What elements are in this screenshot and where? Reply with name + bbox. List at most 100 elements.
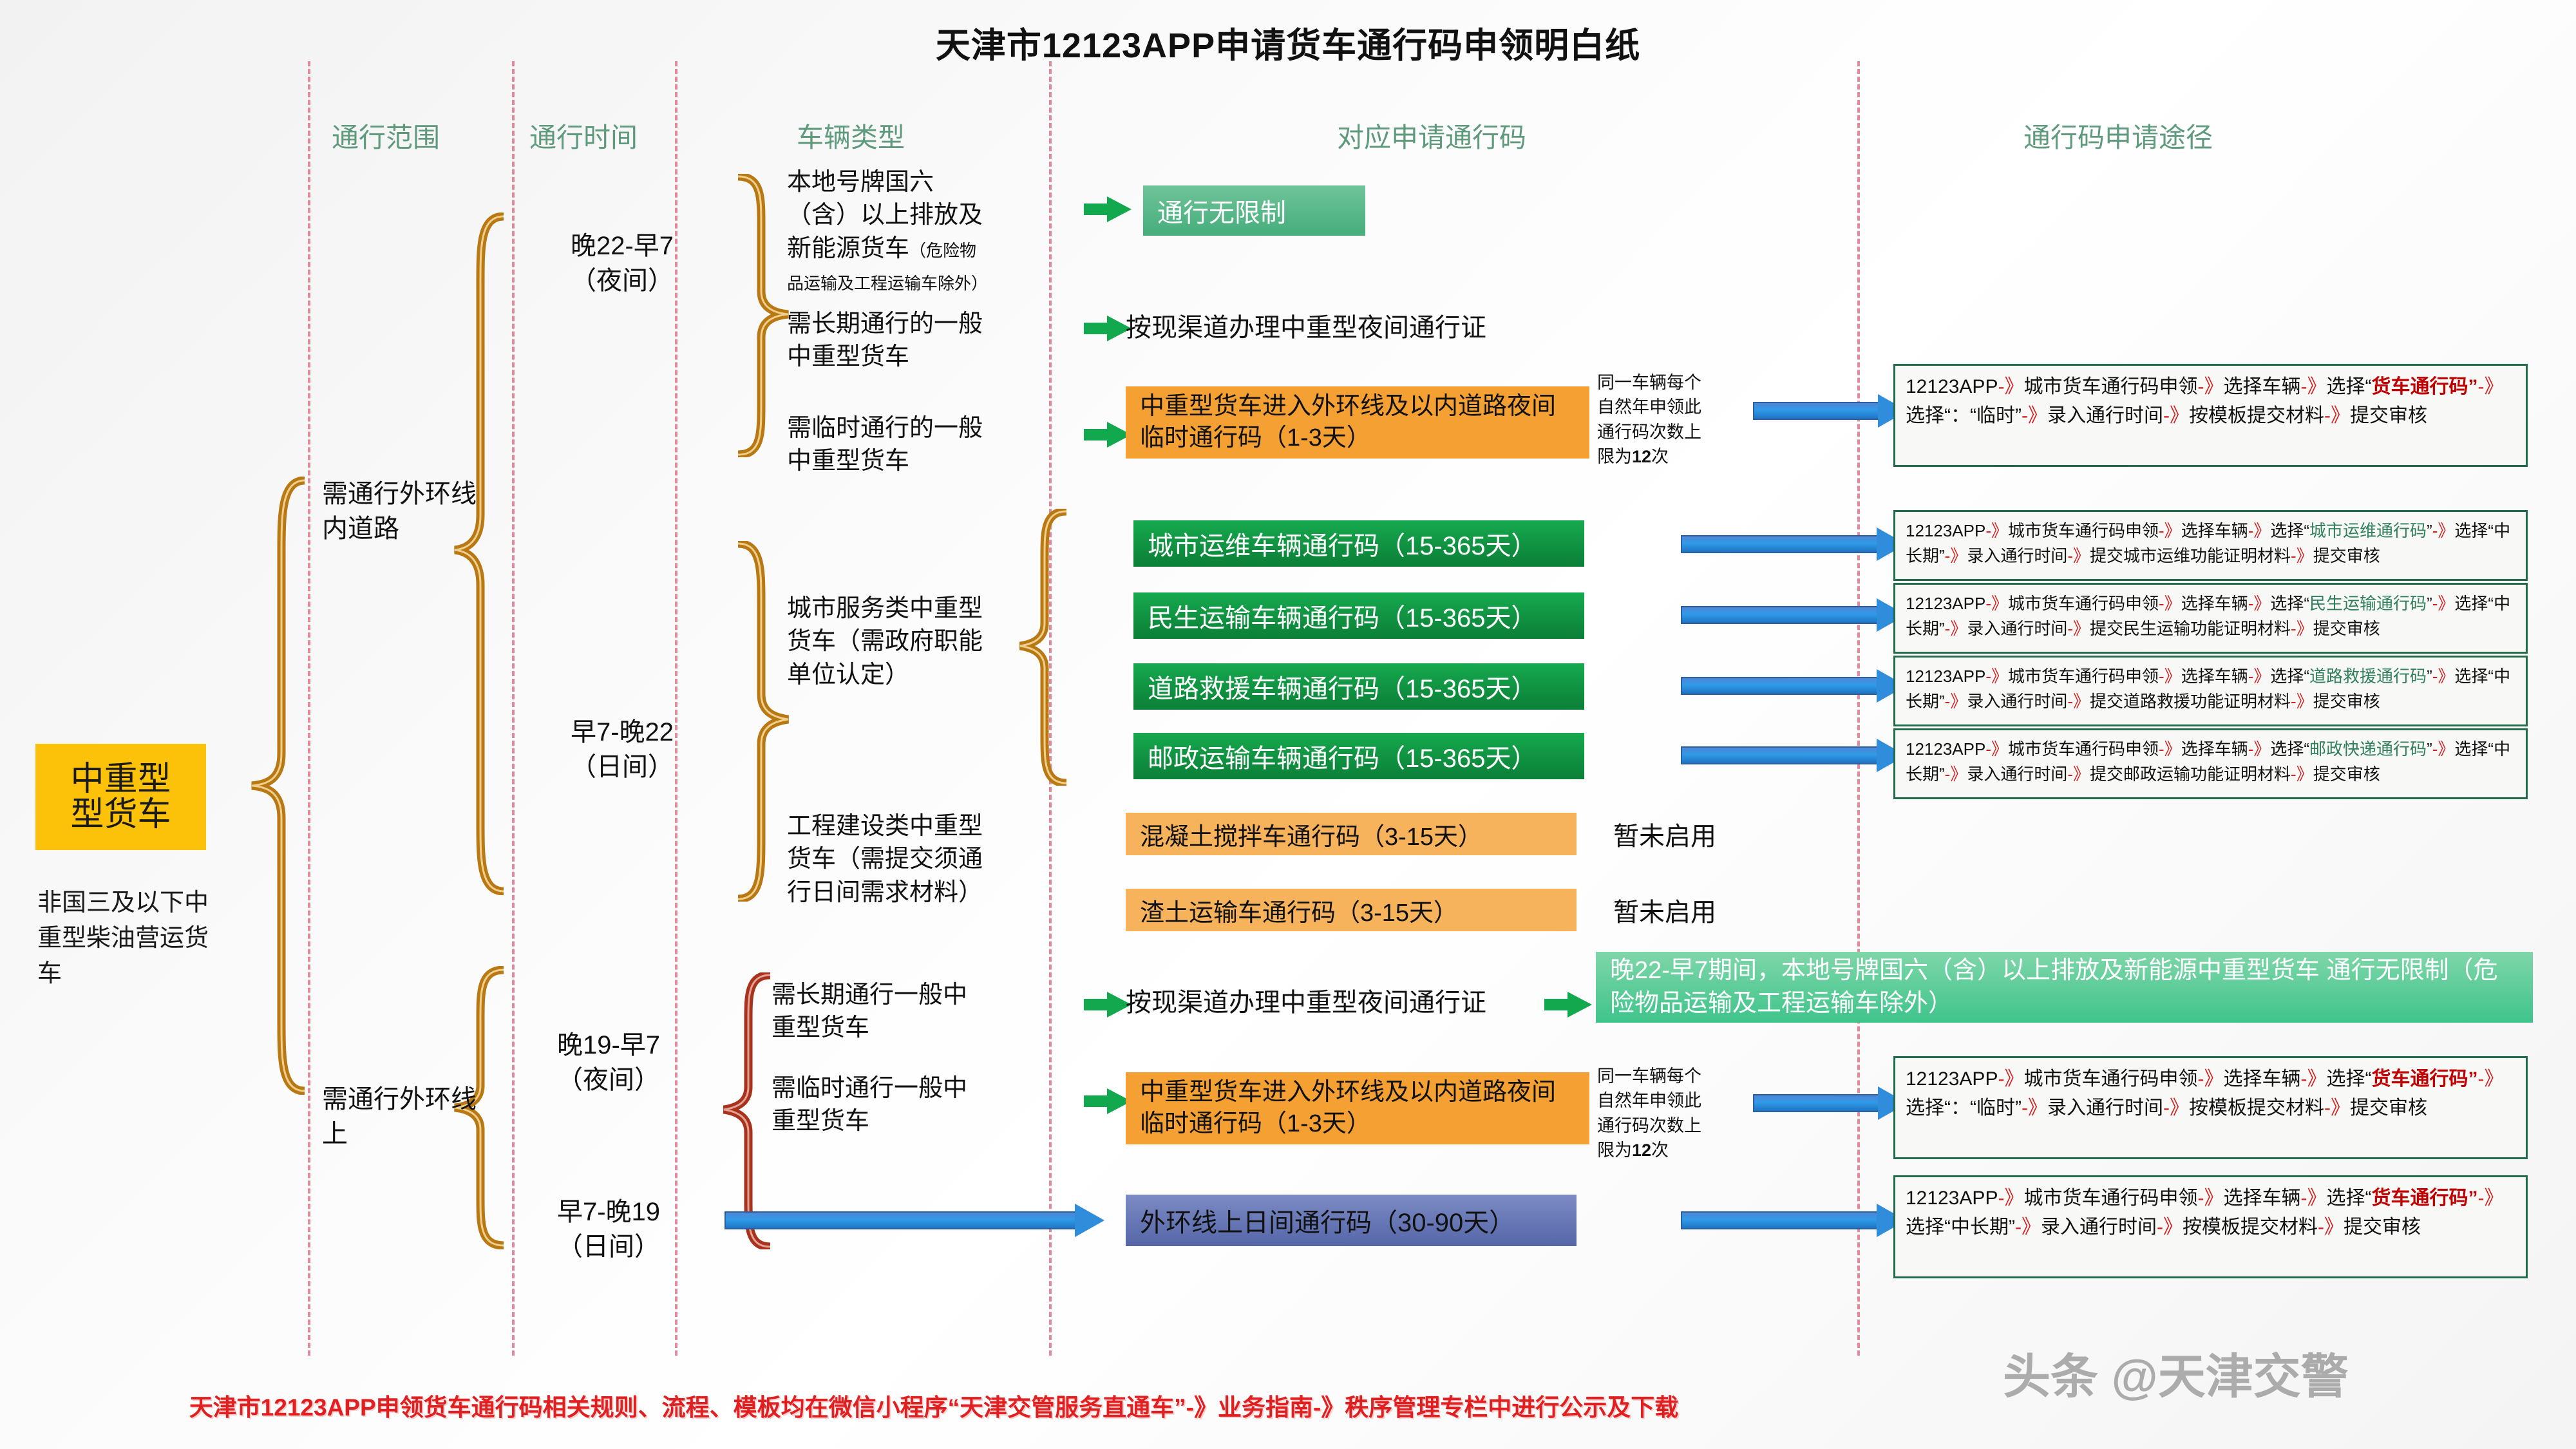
path-2-s8: 提交城市运维功能证明材料 [2090, 546, 2291, 565]
path-5-s9: 提交审核 [2313, 764, 2380, 784]
time-night-19-7: 晚19-早7（夜间） [556, 1031, 661, 1094]
path-4-s8: 提交道路救援功能证明材料 [2090, 692, 2291, 711]
path-box-1: 12123APP-》城市货车通行码申领-》选择车辆-》选择“货车通行码”-》选择… [1893, 364, 2528, 467]
path-5-s5: ” [2427, 739, 2432, 759]
time-night-22-7: 晚22-早7（夜间） [570, 232, 674, 295]
path-1-s9: 提交审核 [2349, 405, 2427, 426]
green-arrow-icon-2 [1084, 316, 1132, 341]
path-2-a7: -》 [2291, 546, 2313, 565]
night-rule-banner: 晚22-早7期间，本地号牌国六（含）以上排放及新能源中重型货车 通行无限制（危险… [1596, 952, 2533, 1023]
path-3-s8: 提交民生运输功能证明材料 [2090, 619, 2291, 638]
path-5-s6: 选择“中长期” [1906, 739, 2511, 784]
green-arrow-icon-4 [1084, 992, 1132, 1018]
blue-arrow-shaft-3 [1681, 606, 1878, 624]
limit-note-bottom-l3: 通行码次数上 [1597, 1115, 1701, 1135]
code-box-7: 邮政运输车辆通行码（15-365天） [1133, 733, 1584, 779]
column-divider-2 [512, 61, 515, 1356]
path-2-a6: -》 [2067, 546, 2090, 565]
blue-arrow-shaft-5 [1681, 746, 1878, 764]
vehicle-type-4: 城市服务类中重型货车（需政府职能单位认定） [787, 595, 983, 688]
path-1-s6: 选择“：“临时” [1906, 405, 2022, 426]
path-2-s3: 选择车辆 [2181, 521, 2248, 540]
blue-arrow-icon-day-outer [724, 1204, 1104, 1237]
code-box-1: 通行无限制 [1143, 185, 1365, 236]
path-2-a5: -》 [1944, 546, 1967, 565]
blue-arrow-icon-6 [1753, 1086, 1908, 1120]
column-divider-1 [308, 61, 310, 1356]
path-5-s8: 提交邮政运输功能证明材料 [2090, 764, 2291, 784]
code-box-9: 渣土运输车通行码（3-15天） [1126, 889, 1577, 931]
path-6-s8: 按模板提交材料 [2188, 1097, 2324, 1119]
brace-outer-to-times [454, 966, 504, 1249]
master-line-2: 型货车 [70, 795, 171, 833]
path-3-a5: -》 [1944, 619, 1967, 638]
path-1-highlight: 货车通行码 [2371, 376, 2468, 397]
vehicle-type-1: 本地号牌国六（含）以上排放及新能源货车（危险物品运输及工程运输车除外） [787, 166, 993, 298]
green-arrow-icon-1 [1084, 196, 1132, 222]
path-7-s5: ” [2468, 1188, 2478, 1209]
path-2-a4: -》 [2432, 521, 2455, 540]
master-line-1: 中重型 [70, 760, 171, 798]
path-3-a1: -》 [1985, 594, 2008, 613]
path-4-a3: -》 [2248, 667, 2271, 686]
path-7-a2: -》 [2197, 1188, 2224, 1209]
path-7-s8: 按模板提交材料 [2182, 1217, 2318, 1238]
column-header-code: 对应申请通行码 [1337, 122, 1527, 153]
path-box-3: 12123APP-》城市货车通行码申领-》选择车辆-》选择“民生运输通行码”-》… [1893, 583, 2528, 654]
path-box-4: 12123APP-》城市货车通行码申领-》选择车辆-》选择“道路救援通行码”-》… [1893, 656, 2528, 726]
blue-arrow-shaft-1 [1753, 402, 1879, 420]
path-3-s7: 录入通行时间 [1967, 619, 2068, 638]
watermark-logo: 头条 @天津交警 [2003, 1350, 2349, 1403]
path-5-highlight: 邮政快递通行码 [2309, 739, 2427, 759]
path-2-a3: -》 [2248, 521, 2271, 540]
path-4-s2: 城市货车通行码申领 [2008, 667, 2159, 686]
path-7-highlight: 货车通行码 [2371, 1188, 2468, 1209]
path-2-highlight: 城市运维通行码 [2309, 521, 2427, 540]
path-7-s2: 城市货车通行码申领 [2023, 1188, 2198, 1209]
path-4-a6: -》 [2067, 692, 2090, 711]
path-5-a5: -》 [1944, 764, 1967, 784]
path-6-a5: -》 [2021, 1097, 2047, 1119]
time-day-7-22: 早7-晚22（日间） [570, 718, 674, 781]
path-6-highlight: 货车通行码 [2371, 1068, 2468, 1090]
blue-arrow-shaft-4 [1681, 677, 1878, 695]
blue-arrow-icon-2 [1681, 527, 1906, 561]
path-3-a4: -》 [2432, 594, 2455, 613]
path-2-s5: ” [2427, 521, 2432, 540]
blue-arrow-icon-5 [1681, 739, 1906, 772]
code-box-11-label: 中重型货车进入外环线及以内道路夜间临时通行码（1-3天） [1140, 1078, 1557, 1137]
code-box-6: 道路救援车辆通行码（15-365天） [1133, 663, 1584, 710]
column-divider-4 [1049, 61, 1052, 1356]
brace-inner-to-times [454, 213, 504, 895]
path-6-a7: -》 [2324, 1097, 2350, 1119]
path-1-s3: 选择车辆 [2223, 376, 2301, 397]
limit-note-bottom-prefix: 限为 [1597, 1140, 1632, 1160]
path-4-s4: 选择“ [2270, 667, 2310, 686]
path-6-s5: ” [2468, 1068, 2478, 1090]
blue-arrow-head-day-outer [1075, 1204, 1104, 1237]
path-box-2: 12123APP-》城市货车通行码申领-》选择车辆-》选择“城市运维通行码”-》… [1893, 510, 2528, 581]
path-3-highlight: 民生运输通行码 [2309, 594, 2427, 613]
night-rule-line-2: 通行无限制（危险物品运输及工程运输车除外） [1610, 956, 2498, 1017]
limit-note-bottom-count: 12 [1632, 1140, 1652, 1160]
path-1-s2: 城市货车通行码申领 [2023, 376, 2198, 397]
limit-note-top-l2: 自然年申领此 [1597, 397, 1701, 417]
path-5-a3: -》 [2248, 739, 2271, 759]
blue-arrow-shaft-6 [1753, 1094, 1879, 1112]
green-arrow-icon-6 [1544, 992, 1592, 1018]
path-1-a1: -》 [1998, 376, 2024, 397]
path-box-6: 12123APP-》城市货车通行码申领-》选择车辆-》选择“货车通行码”-》选择… [1893, 1056, 2528, 1159]
path-1-s8: 按模板提交材料 [2188, 405, 2324, 426]
vehicle-type-6: 需长期通行一般中重型货车 [772, 981, 968, 1042]
path-4-s5: ” [2427, 667, 2432, 686]
path-2-s6: 选择“中长期” [1906, 521, 2511, 565]
brace-master-to-scope [251, 477, 305, 1095]
brace-night22-to-vehicles [737, 174, 789, 457]
path-4-a7: -》 [2291, 692, 2313, 711]
path-5-s1: 12123APP [1906, 739, 1986, 759]
limit-note-top-l4: 限为12次 [1597, 444, 1719, 469]
vehicle-type-7: 需临时通行一般中重型货车 [772, 1075, 968, 1135]
path-7-s9: 提交审核 [2343, 1217, 2421, 1238]
path-2-s1: 12123APP [1906, 521, 1986, 540]
limit-note-top-l1: 同一车辆每个 [1597, 373, 1701, 392]
